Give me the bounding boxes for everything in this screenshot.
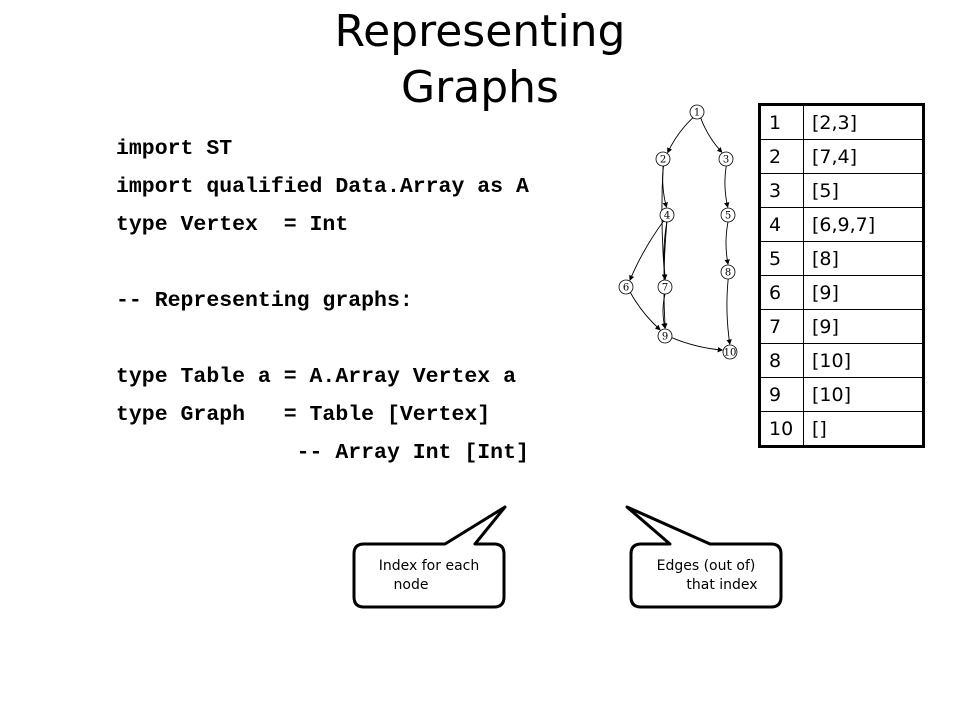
graph-node-label: 8 xyxy=(725,268,731,279)
graph-node-label: 10 xyxy=(724,348,737,359)
table-row: 10[] xyxy=(759,411,924,447)
graph-node-label: 9 xyxy=(662,332,668,343)
graph-edge xyxy=(671,337,724,353)
table-key-cell: 4 xyxy=(759,207,804,242)
graph-node-label: 1 xyxy=(694,108,700,119)
callout-index-line-1: Index for each xyxy=(378,558,480,574)
table-value-cell: [] xyxy=(803,411,924,447)
code-line xyxy=(116,244,529,282)
graph-node xyxy=(657,328,673,344)
graph-node xyxy=(618,279,634,295)
graph-edge xyxy=(662,221,668,280)
graph-node-label: 2 xyxy=(660,155,666,166)
graph-edge xyxy=(724,221,730,265)
callout-index-text: Index for each node xyxy=(355,557,503,595)
table-value-cell: [6,9,7] xyxy=(803,207,924,242)
table-value-cell: [5] xyxy=(803,173,924,208)
slide-title: Representing Graphs xyxy=(290,4,670,116)
code-line: type Graph = Table [Vertex] xyxy=(116,403,491,427)
code-line: import ST xyxy=(116,137,233,161)
adjacency-table: 1[2,3] 2[7,4] 3[5] 4[6,9,7] 5[8] 6[9] 7[… xyxy=(758,103,925,448)
title-line-2: Graphs xyxy=(401,62,559,113)
graph-node xyxy=(689,104,705,120)
graph-node xyxy=(720,264,736,280)
table-value-cell: [9] xyxy=(803,275,924,310)
table-key-cell: 5 xyxy=(759,241,804,276)
table-value-cell: [9] xyxy=(803,309,924,344)
graph-edge xyxy=(667,117,694,154)
table-row: 8[10] xyxy=(759,343,924,378)
graph-node-label: 4 xyxy=(664,211,670,222)
graph-edge xyxy=(629,292,661,331)
table-key-cell: 7 xyxy=(759,309,804,344)
table-row: 5[8] xyxy=(759,241,924,276)
graph-node xyxy=(655,151,671,167)
code-line xyxy=(116,320,529,358)
callout-edges-text: Edges (out of) that index xyxy=(632,557,780,595)
table-row: 7[9] xyxy=(759,309,924,344)
graph-node-label: 5 xyxy=(725,211,731,222)
graph-node-label: 7 xyxy=(662,283,668,294)
table-value-cell: [7,4] xyxy=(803,139,924,174)
graph-edge xyxy=(629,220,664,281)
table-key-cell: 1 xyxy=(759,104,804,140)
table-key-cell: 6 xyxy=(759,275,804,310)
table-value-cell: [2,3] xyxy=(803,104,924,140)
table-row: 1[2,3] xyxy=(759,104,924,140)
graph-node-label: 6 xyxy=(623,283,629,294)
code-line: type Table a = A.Array Vertex a xyxy=(116,365,516,389)
table-row: 2[7,4] xyxy=(759,139,924,174)
graph-node xyxy=(657,279,673,295)
graph-edge xyxy=(662,165,668,208)
graph-node xyxy=(720,207,736,223)
table-value-cell: [10] xyxy=(803,343,924,378)
graph-edge xyxy=(700,117,723,153)
table-key-cell: 8 xyxy=(759,343,804,378)
table-row: 4[6,9,7] xyxy=(759,207,924,242)
graph-edge xyxy=(724,165,730,208)
code-block: import ST import qualified Data.Array as … xyxy=(116,130,529,472)
code-line: type Vertex = Int xyxy=(116,213,349,237)
code-line: import qualified Data.Array as A xyxy=(116,175,529,199)
code-line: -- Representing graphs: xyxy=(116,289,413,313)
table-key-cell: 9 xyxy=(759,377,804,412)
graph-edge xyxy=(661,293,667,329)
graph-node xyxy=(722,344,738,360)
callout-index-line-2: node xyxy=(393,577,429,593)
table-row: 6[9] xyxy=(759,275,924,310)
table-value-cell: [8] xyxy=(803,241,924,276)
graph-edge xyxy=(726,278,732,345)
callout-edges-line-2: that index xyxy=(686,577,758,593)
graph-diagram: 1 2 3 4 5 6 7 8 9 10 xyxy=(618,104,738,360)
title-line-1: Representing xyxy=(334,6,626,57)
graph-node-label: 3 xyxy=(723,155,729,166)
table-row: 9[10] xyxy=(759,377,924,412)
table-key-cell: 2 xyxy=(759,139,804,174)
graph-node xyxy=(718,151,734,167)
table-key-cell: 3 xyxy=(759,173,804,208)
table-value-cell: [10] xyxy=(803,377,924,412)
callout-edges-line-1: Edges (out of) xyxy=(656,558,756,574)
table-row: 3[5] xyxy=(759,173,924,208)
code-line: -- Array Int [Int] xyxy=(116,441,529,465)
graph-node xyxy=(659,207,675,223)
table-key-cell: 10 xyxy=(759,411,804,447)
